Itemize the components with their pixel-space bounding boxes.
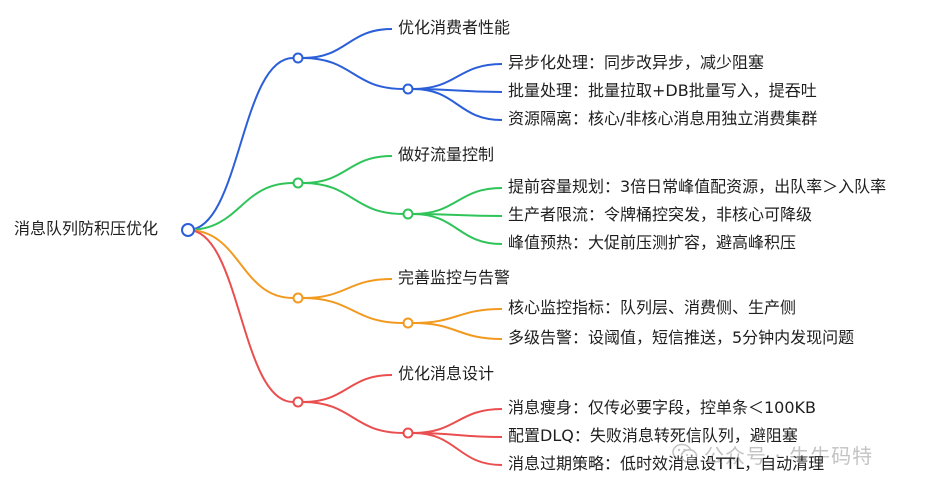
branch-label-message-design: 优化消息设计 — [398, 364, 495, 383]
leaf-label-capacity: 提前容量规划：3倍日常峰值配资源，出队率＞入队率 — [508, 177, 887, 196]
node-traffic-children[interactable] — [402, 208, 414, 220]
edge-design-leaf-3 — [412, 432, 503, 466]
watermark: 公众号 · 牛牛码特 — [672, 440, 873, 468]
leaf-label-dlq: 配置DLQ：失败消息转死信队列，避阻塞 — [508, 426, 798, 445]
leaf-label-batch: 批量处理：批量拉取+DB批量写入，提吞吐 — [508, 81, 817, 100]
leaf-label-rate-limit: 生产者限流：令牌桶控突发，非核心可降级 — [508, 205, 813, 224]
node-traffic[interactable] — [292, 177, 304, 189]
edge-consumer-leaf-3 — [412, 88, 503, 121]
watermark-text: 公众号 · 牛牛码特 — [704, 443, 874, 468]
leaf-label-ttl: 消息过期策略：低时效消息设TTL，自动清理 — [508, 454, 825, 473]
leaf-label-warmup: 峰值预热：大促前压测扩容，避高峰积压 — [508, 233, 797, 252]
node-monitoring[interactable] — [292, 292, 304, 304]
node-consumer[interactable] — [292, 52, 304, 64]
leaf-label-metrics: 核心监控指标：队列层、消费侧、生产侧 — [508, 298, 797, 317]
branch-label-traffic-control: 做好流量控制 — [398, 145, 495, 164]
edge-consumer-label — [302, 28, 393, 59]
edge-root-design — [187, 229, 294, 403]
edge-monitoring-subnode — [302, 297, 404, 324]
leaf-label-slim: 消息瘦身：仅传必要字段，控单条＜100KB — [508, 398, 817, 417]
node-monitoring-children[interactable] — [402, 317, 414, 329]
edge-monitoring-label — [302, 278, 393, 299]
edge-traffic-leaf-3 — [412, 213, 503, 245]
edge-design-label — [302, 374, 393, 403]
edge-traffic-leaf-1 — [412, 187, 503, 215]
edge-design-leaf-1 — [412, 408, 503, 434]
edge-root-traffic — [187, 182, 294, 231]
root-label: 消息队列防积压优化 — [14, 219, 159, 238]
edge-traffic-label — [302, 155, 393, 184]
leaf-label-alerts: 多级告警：设阈值，短信推送，5分钟内发现问题 — [508, 328, 855, 347]
edge-root-consumer — [187, 57, 294, 231]
leaf-label-isolation: 资源隔离：核心/非核心消息用独立消费集群 — [508, 109, 818, 128]
node-design-children[interactable] — [402, 427, 414, 439]
wechat-icon — [672, 443, 698, 463]
node-root[interactable] — [181, 223, 195, 237]
branch-label-monitoring: 完善监控与告警 — [398, 268, 511, 287]
edge-root-monitoring — [187, 229, 294, 299]
edge-consumer-subnode — [302, 57, 404, 90]
edge-monitoring-leaf-1 — [412, 308, 503, 324]
branch-label-consumer-performance: 优化消费者性能 — [398, 18, 511, 37]
edge-consumer-leaf-1 — [412, 63, 503, 90]
edge-monitoring-leaf-2 — [412, 322, 503, 340]
node-design[interactable] — [292, 396, 304, 408]
leaf-label-async: 异步化处理：同步改异步，减少阻塞 — [508, 53, 765, 72]
edge-traffic-subnode — [302, 182, 404, 215]
node-consumer-children[interactable] — [402, 83, 414, 95]
edge-design-subnode — [302, 401, 404, 434]
